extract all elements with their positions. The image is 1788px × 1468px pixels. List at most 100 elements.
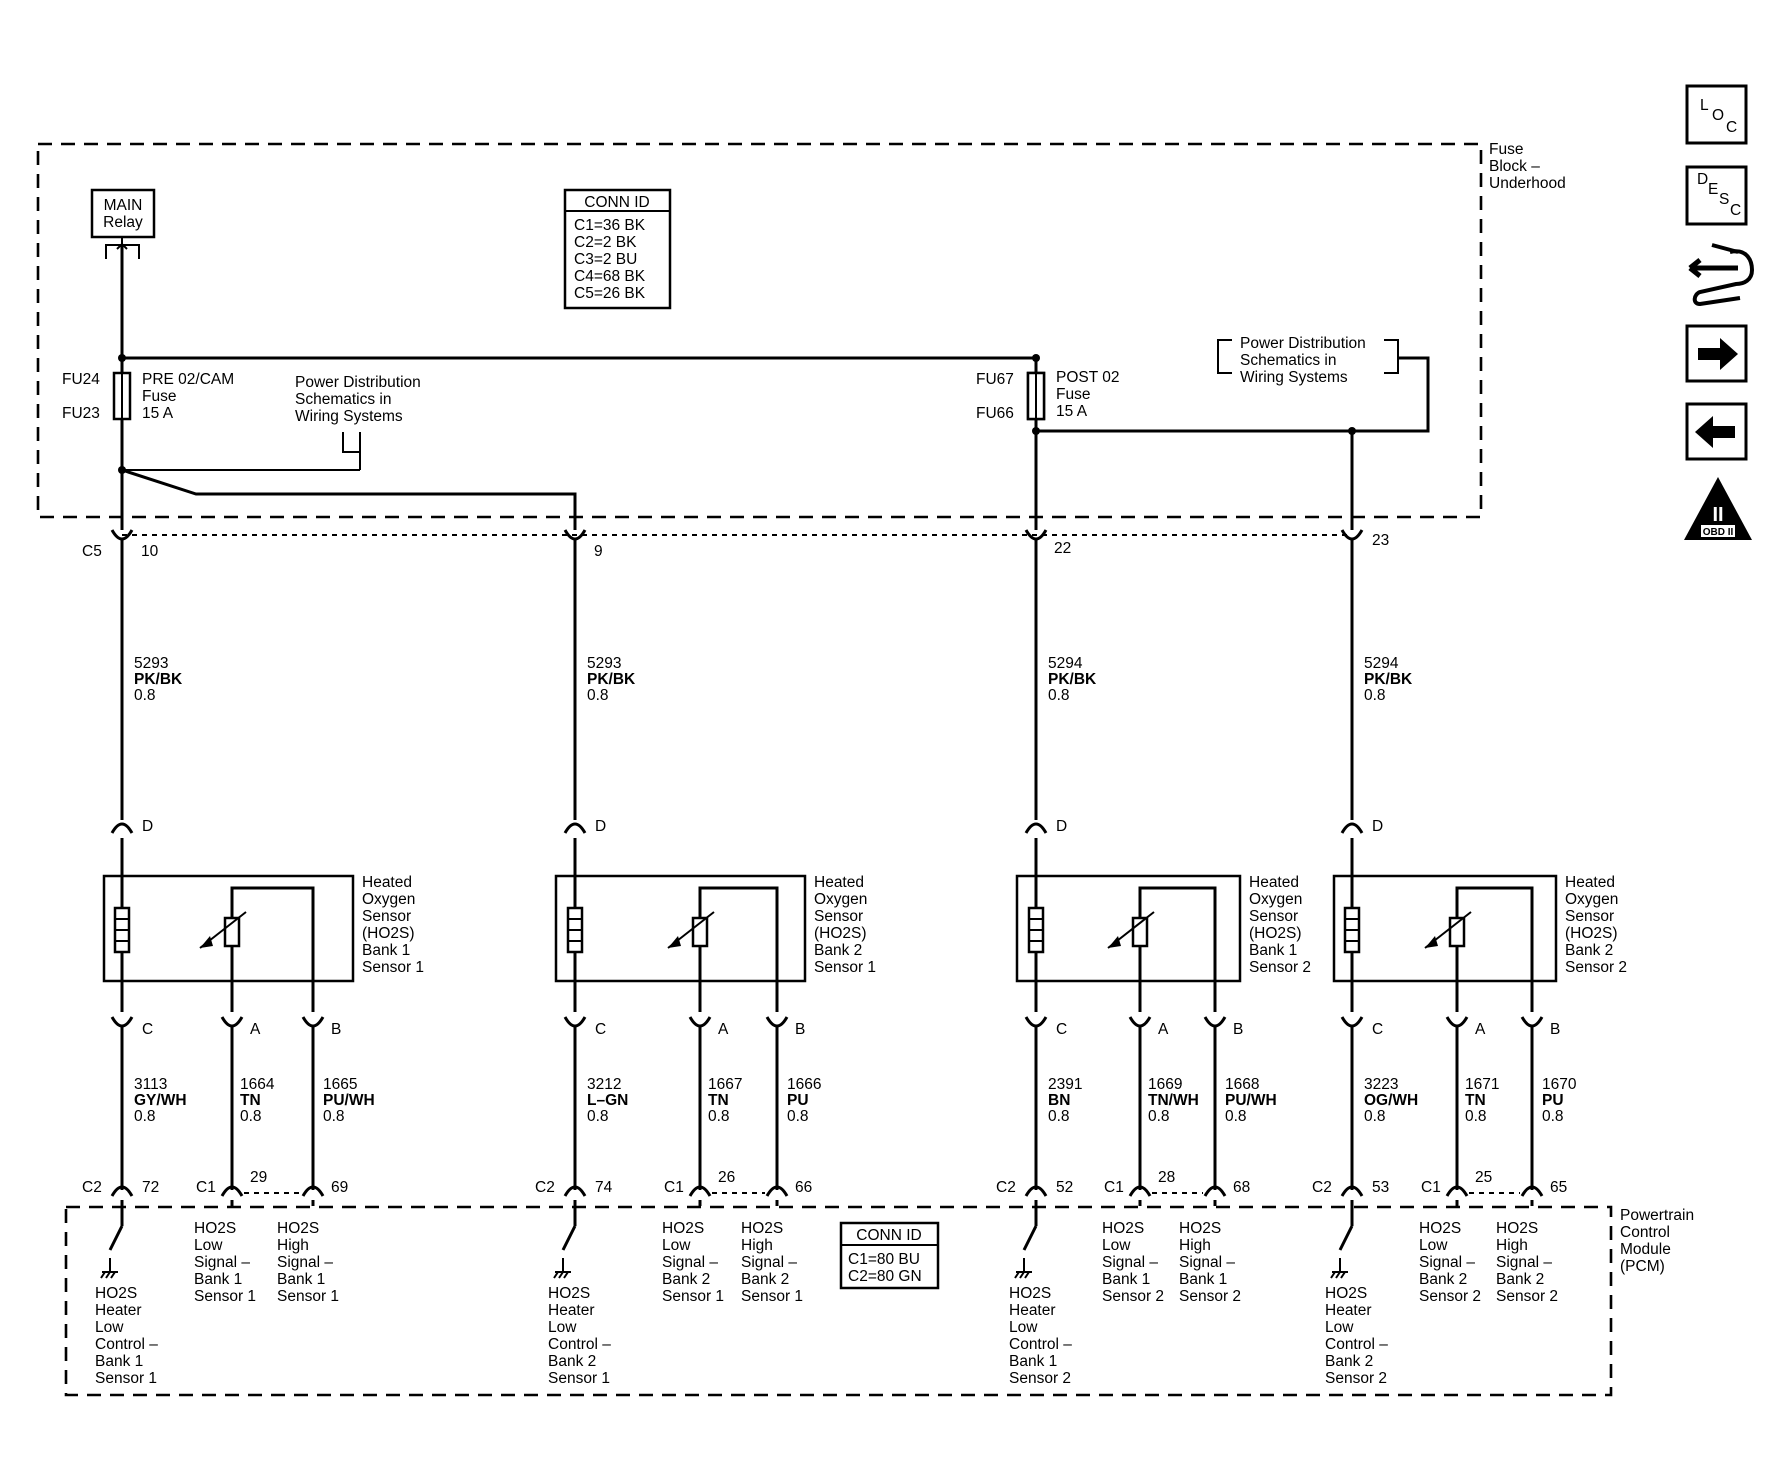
pin-d-label: D bbox=[1372, 818, 1383, 835]
pcm-heater-label: Sensor 1 bbox=[95, 1370, 157, 1387]
pcm-heater-label: Control – bbox=[1325, 1336, 1388, 1353]
pcm-c1-pin-number: 29 bbox=[250, 1169, 267, 1186]
wire-color: PU bbox=[1542, 1092, 1564, 1109]
c5-pin-number: 23 bbox=[1372, 532, 1389, 549]
wire-circuit-number: 5294 bbox=[1364, 655, 1399, 672]
pcm-low-signal-label: Signal – bbox=[1419, 1254, 1475, 1271]
obd-ii-text: OBD II bbox=[1703, 527, 1734, 538]
sensor-label: Oxygen bbox=[1565, 891, 1618, 908]
wire-circuit-number: 1671 bbox=[1465, 1076, 1499, 1093]
pcm-c2-pin-number: 53 bbox=[1372, 1179, 1389, 1196]
splice-dot bbox=[118, 354, 126, 362]
pcm-low-signal-label: HO2S bbox=[1102, 1220, 1144, 1237]
wire-gauge: 0.8 bbox=[587, 687, 609, 704]
wire-circuit-number: 1667 bbox=[708, 1076, 742, 1093]
pin-a-symbol bbox=[220, 1016, 244, 1028]
pcm-high-signal-label: Bank 2 bbox=[1496, 1271, 1544, 1288]
wire-color: L–GN bbox=[587, 1092, 628, 1109]
conn-id-bottom-line: C1=80 BU bbox=[848, 1251, 920, 1268]
wire-circuit-number: 5293 bbox=[134, 655, 168, 672]
fuse-right-id-top: FU67 bbox=[976, 371, 1014, 388]
heater-element-coils bbox=[1029, 918, 1043, 942]
wire-color: TN bbox=[1465, 1092, 1486, 1109]
pcm-low-signal-label: Low bbox=[662, 1237, 691, 1254]
wire-gauge: 0.8 bbox=[323, 1108, 345, 1125]
pcm-label: Powertrain bbox=[1620, 1207, 1694, 1224]
c5-connector-label: C5 bbox=[82, 543, 102, 560]
c5-pin-number: 10 bbox=[141, 543, 159, 560]
pin-d-symbol bbox=[563, 822, 587, 834]
sensor-label: Sensor bbox=[362, 908, 411, 925]
pin-b-label: B bbox=[1550, 1021, 1560, 1038]
forward-arrow-icon[interactable] bbox=[1685, 324, 1748, 383]
wire-color: PU/WH bbox=[323, 1092, 375, 1109]
pcm-high-signal-label: Signal – bbox=[277, 1254, 333, 1271]
loc-icon[interactable]: L O C bbox=[1685, 84, 1748, 145]
pcm-c1-pin-symbol bbox=[765, 1185, 789, 1197]
desc-icon-letter: E bbox=[1708, 181, 1718, 198]
pcm-c2-label: C2 bbox=[535, 1179, 555, 1196]
pcm-low-signal-label: Signal – bbox=[1102, 1254, 1158, 1271]
wire-gauge: 0.8 bbox=[1148, 1108, 1170, 1125]
pcm-label: Module bbox=[1620, 1241, 1671, 1258]
power-dist-left-bracket bbox=[342, 432, 361, 453]
pcm-c1-pin-symbol bbox=[220, 1185, 244, 1197]
wire-circuit-number: 3212 bbox=[587, 1076, 621, 1093]
pcm-c1-label: C1 bbox=[1104, 1179, 1124, 1196]
sensor-label: Heated bbox=[1565, 874, 1615, 891]
pcm-c1-label: C1 bbox=[196, 1179, 216, 1196]
wire-circuit-number: 5294 bbox=[1048, 655, 1083, 672]
ground-icon bbox=[1014, 1258, 1032, 1279]
power-dist-right-label: Power Distribution bbox=[1240, 335, 1366, 352]
pcm-low-signal-label: Sensor 2 bbox=[1102, 1288, 1164, 1305]
wire-circuit-number: 1668 bbox=[1225, 1076, 1259, 1093]
wire-color: BN bbox=[1048, 1092, 1070, 1109]
pcm-heater-label: HO2S bbox=[1325, 1285, 1367, 1302]
fuse-block-boundary bbox=[36, 142, 1483, 519]
fuse-block-label-line: Underhood bbox=[1489, 175, 1566, 192]
sensor-label: Sensor 2 bbox=[1565, 959, 1627, 976]
pin-a-symbol bbox=[1128, 1016, 1152, 1028]
conn-id-top-line: C2=2 BK bbox=[574, 234, 637, 251]
wire-color: TN bbox=[240, 1092, 261, 1109]
obd-ii-icon[interactable]: II OBD II bbox=[1684, 477, 1752, 540]
back-arrow-icon[interactable] bbox=[1685, 402, 1748, 461]
pcm-heater-label: Bank 1 bbox=[1009, 1353, 1057, 1370]
fuse-right-label: POST 02 bbox=[1056, 369, 1119, 386]
power-dist-right-bracket-left bbox=[1217, 339, 1232, 374]
pin-b-symbol bbox=[1520, 1016, 1544, 1028]
main-relay-label: Relay bbox=[103, 214, 143, 231]
sensor-label: Sensor 1 bbox=[814, 959, 876, 976]
fuse-right-label: Fuse bbox=[1056, 386, 1090, 403]
loc-icon-letter: C bbox=[1726, 119, 1737, 136]
sensor-label: Oxygen bbox=[1249, 891, 1302, 908]
wire-circuit-number: 3223 bbox=[1364, 1076, 1398, 1093]
fuse-right-id-bottom: FU66 bbox=[976, 405, 1014, 422]
wire-color: GY/WH bbox=[134, 1092, 187, 1109]
fuse-left-id-top: FU24 bbox=[62, 371, 100, 388]
bank2-sensor1-feed-wire bbox=[121, 468, 577, 530]
pcm-c2-pin-number: 72 bbox=[142, 1179, 159, 1196]
sensor-label: (HO2S) bbox=[814, 925, 867, 942]
pcm-c1-pin-symbol bbox=[301, 1185, 325, 1197]
connector-wrench-icon[interactable] bbox=[1688, 243, 1755, 307]
pcm-high-signal-label: High bbox=[741, 1237, 773, 1254]
wire-gauge: 0.8 bbox=[1364, 687, 1386, 704]
pcm-c2-label: C2 bbox=[1312, 1179, 1332, 1196]
pcm-high-signal-label: Signal – bbox=[1496, 1254, 1552, 1271]
pin-d-symbol bbox=[110, 822, 134, 834]
pcm-heater-driver-switch bbox=[108, 1225, 124, 1251]
heater-element-coils bbox=[568, 918, 582, 942]
conn-id-top-line: C4=68 BK bbox=[574, 268, 646, 285]
pin-a-symbol bbox=[1445, 1016, 1469, 1028]
pcm-c2-label: C2 bbox=[996, 1179, 1016, 1196]
pin-d-label: D bbox=[1056, 818, 1067, 835]
sensing-element-arrowhead bbox=[668, 936, 681, 948]
pcm-c2-pin-symbol bbox=[1340, 1185, 1364, 1197]
pin-d-label: D bbox=[595, 818, 606, 835]
power-dist-right-bracket-right bbox=[1384, 339, 1399, 374]
pin-d-symbol bbox=[1024, 822, 1048, 834]
pcm-high-signal-label: High bbox=[277, 1237, 309, 1254]
sensor-signal-loop bbox=[1138, 886, 1217, 1012]
desc-icon[interactable]: D E S C bbox=[1685, 165, 1748, 226]
